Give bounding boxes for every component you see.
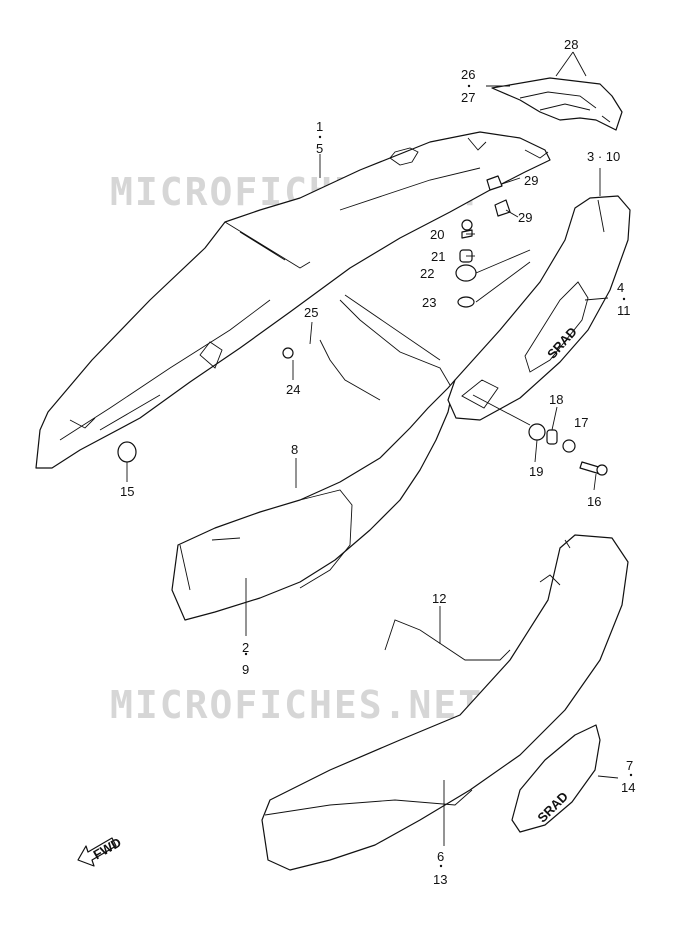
label-2: 2 — [242, 640, 249, 655]
fwd-arrow: FWD — [77, 834, 124, 867]
part-labels: 1 5 26 27 28 3 · 10 29 29 20 21 22 23 25… — [120, 37, 635, 887]
label-28: 28 — [564, 37, 578, 52]
seat-tail-cowl — [491, 77, 623, 131]
side-cover-lower — [261, 534, 629, 871]
label-19: 19 — [529, 464, 543, 479]
label-8: 8 — [291, 442, 298, 457]
label-15: 15 — [120, 484, 134, 499]
hardware-parts — [117, 175, 608, 476]
label-25: 25 — [304, 305, 318, 320]
label-16: 16 — [587, 494, 601, 509]
label-29-lower: 29 — [518, 210, 532, 225]
label-13: 13 — [433, 872, 447, 887]
watermark-bottom: MICROFICHES.NET — [110, 683, 483, 727]
label-1: 1 — [316, 119, 323, 134]
label-11: 11 — [617, 303, 631, 318]
frame-cover-main — [35, 131, 551, 469]
side-cover-right: SRAD — [447, 195, 631, 421]
label-12: 12 — [432, 591, 446, 606]
leader-lines — [126, 51, 619, 846]
label-18: 18 — [549, 392, 563, 407]
fwd-arrow-label: FWD — [91, 834, 124, 862]
label-29-upper: 29 — [524, 173, 538, 188]
label-5: 5 — [316, 141, 323, 156]
label-21: 21 — [431, 249, 445, 264]
label-separator-dots — [244, 84, 633, 868]
label-20: 20 — [430, 227, 444, 242]
label-17: 17 — [574, 415, 588, 430]
label-22: 22 — [420, 266, 434, 281]
label-23: 23 — [422, 295, 436, 310]
label-27: 27 — [461, 90, 475, 105]
label-9: 9 — [242, 662, 249, 677]
emblem-lower: SRAD — [511, 724, 601, 833]
label-26: 26 — [461, 67, 475, 82]
label-6: 6 — [437, 849, 444, 864]
label-3-10: 3 · 10 — [587, 149, 620, 164]
label-4: 4 — [617, 280, 624, 295]
label-7: 7 — [626, 758, 633, 773]
label-14: 14 — [621, 780, 635, 795]
label-24: 24 — [286, 382, 300, 397]
